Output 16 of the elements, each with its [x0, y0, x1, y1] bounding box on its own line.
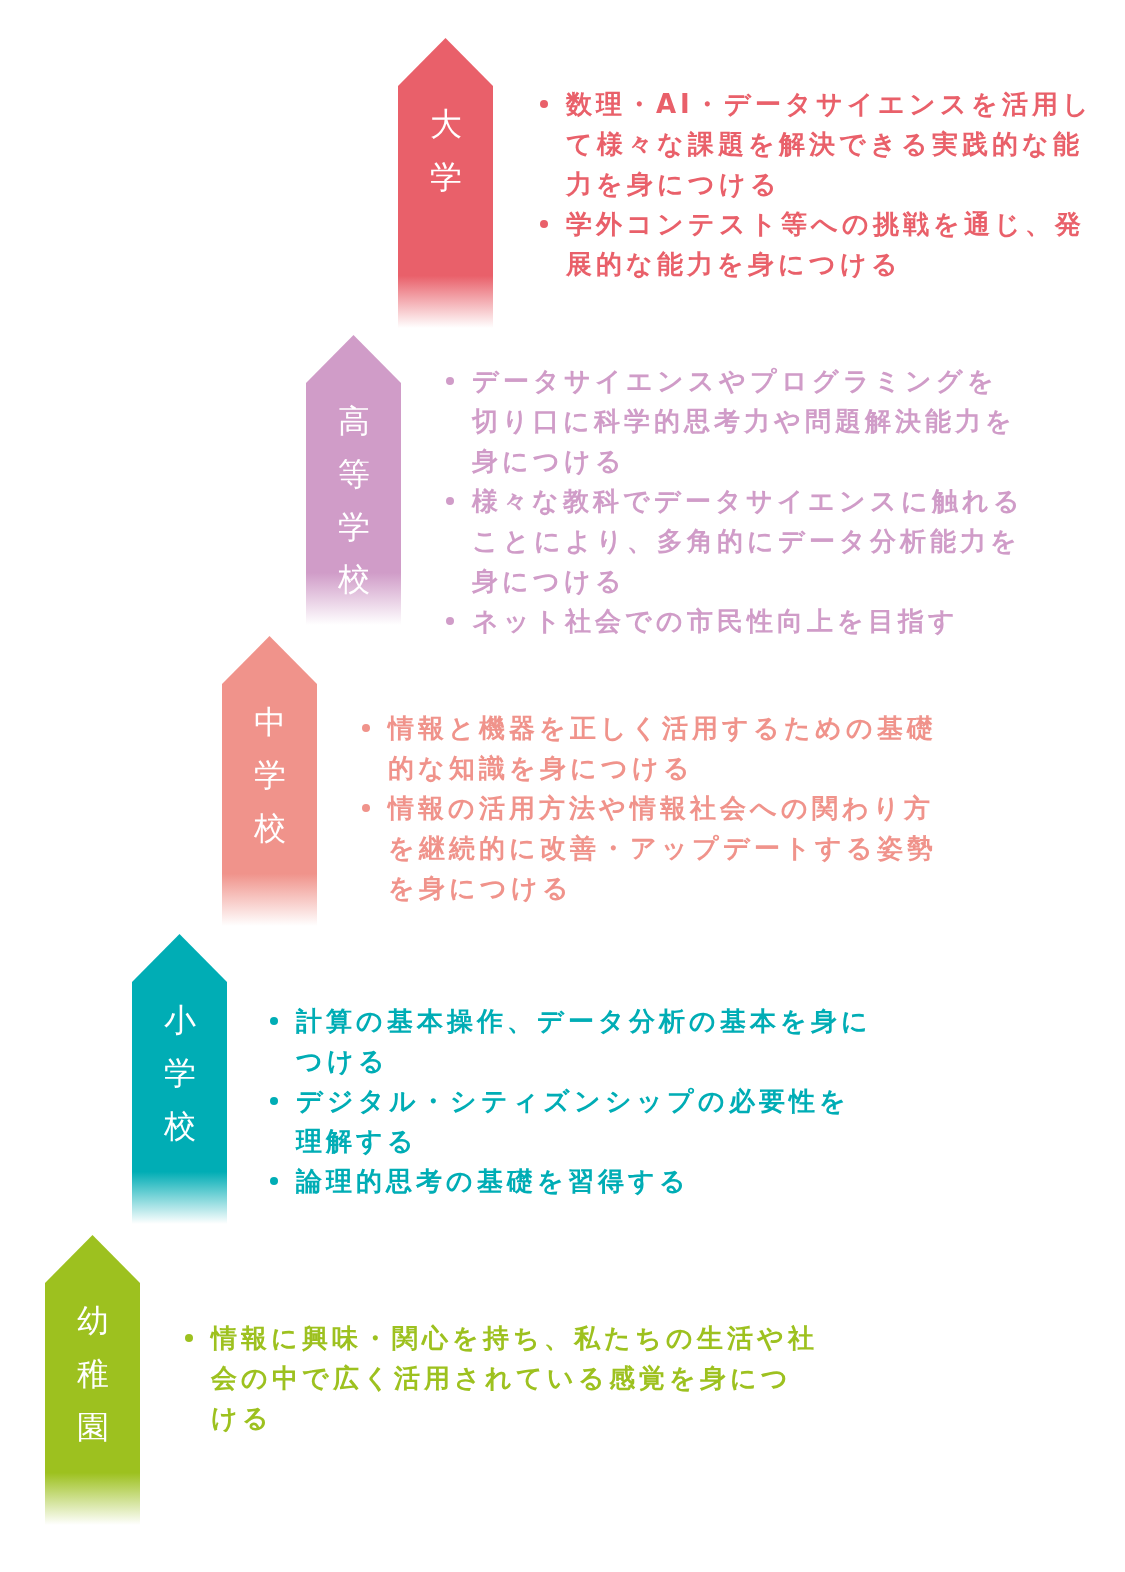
level-label: 小学校: [163, 1000, 196, 1147]
level-label: 大学: [429, 104, 462, 198]
bullet-text: データサイエンスやプログラミングを切り口に科学的思考力や問題解決能力を身につける: [472, 366, 1016, 476]
bullet-text: 論理的思考の基礎を習得する: [296, 1166, 690, 1196]
level-label: 中学校: [253, 702, 286, 849]
bullet-text: ネット社会での市民性向上を目指す: [472, 606, 959, 636]
bullet-text: 数理・AI・データサイエンスを活用して様々な課題を解決できる実践的な能力を身につける: [566, 89, 1093, 199]
bullet-text: 情報に興味・関心を持ち、私たちの生活や社会の中で広く活用されている感覚を身につける: [211, 1323, 818, 1433]
level-label: 幼稚園: [76, 1301, 109, 1448]
bullet-text: デジタル・シティズンシップの必要性を理解する: [296, 1086, 850, 1156]
bullet-text: 情報と機器を正しく活用するための基礎的な知識を身につける: [388, 713, 937, 783]
level-label: 高等学校: [337, 401, 370, 601]
bullet-text: 様々な教科でデータサイエンスに触れることにより、多角的にデータ分析能力を身につける: [472, 486, 1024, 596]
bullet-text: 情報の活用方法や情報社会への関わり方を継続的に改善・アップデートする姿勢を身につける: [388, 793, 937, 903]
bullet-text: 学外コンテスト等への挑戦を通じ、発展的な能力を身につける: [566, 209, 1085, 279]
bullet-text: 計算の基本操作、データ分析の基本を身につける: [296, 1006, 872, 1076]
